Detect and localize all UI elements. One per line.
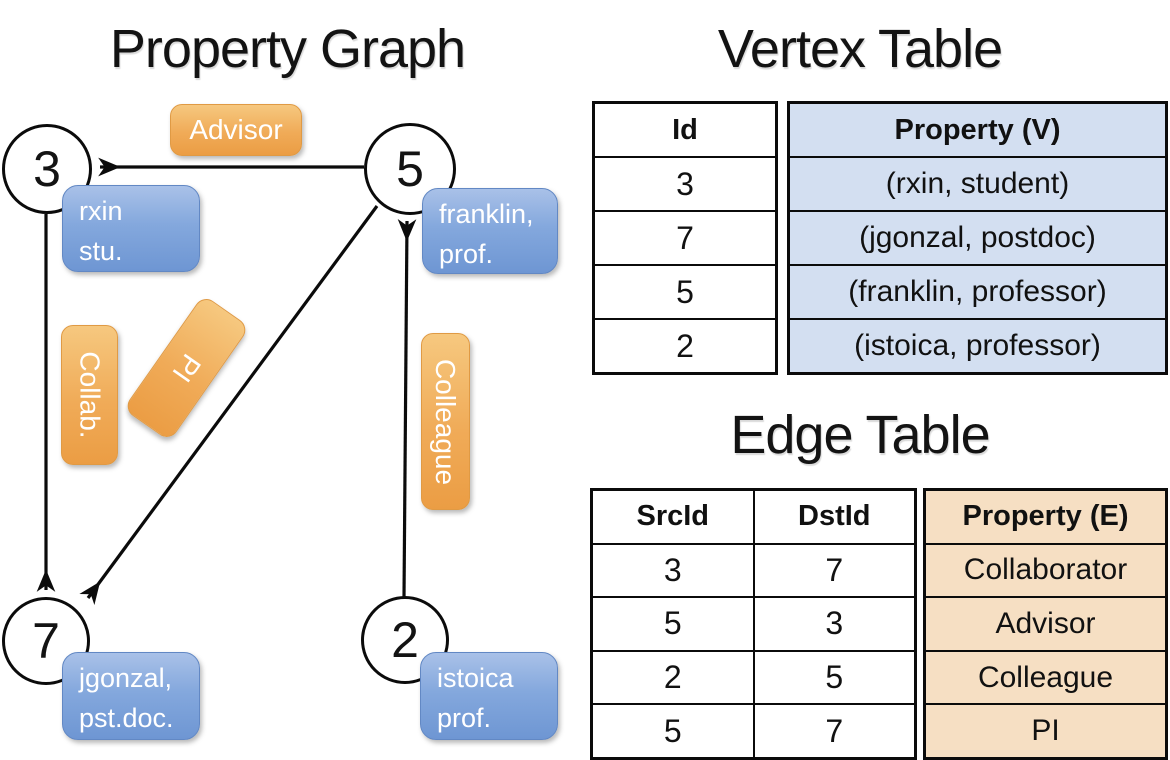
edge-table-id-columns: SrcId DstId 3 7 5 3 2 5 5 7 — [590, 488, 917, 760]
property-graph-title: Property Graph — [109, 19, 466, 79]
vertex-property-cell: (jgonzal, postdoc) — [790, 210, 1165, 264]
vertex-box-rxin: rxin stu. — [62, 185, 200, 272]
vertex-table-id-column: Id 3 7 5 2 — [592, 101, 778, 375]
vertex-box-jgonzal: jgonzal, pst.doc. — [62, 652, 200, 740]
edge-property-cell: PI — [926, 703, 1165, 757]
vertex-id-cell: 3 — [595, 156, 775, 210]
graph-node-3: 3 — [2, 124, 92, 214]
vertex-box-rxin-line2: stu. — [79, 236, 123, 266]
vertex-table-title: Vertex Table — [717, 19, 1003, 79]
edge-dstid-header: DstId — [752, 491, 915, 543]
edge-src-cell: 3 — [663, 551, 682, 588]
edge-property-cell: Advisor — [926, 596, 1165, 650]
pi-label-text: PI — [166, 348, 208, 389]
vertex-box-rxin-line1: rxin — [79, 196, 123, 226]
node-7-id: 7 — [32, 613, 60, 669]
edge-dst-cell: 3 — [752, 598, 915, 650]
advisor-label-text: Advisor — [189, 114, 283, 145]
vertex-id-cell: 5 — [595, 264, 775, 318]
edge-table-title: Edge Table — [730, 405, 990, 465]
vertex-property-cell: (istoica, professor) — [790, 318, 1165, 372]
edge-label-colleague: Colleague — [421, 333, 470, 510]
vertex-box-istoica: istoica prof. — [420, 652, 558, 740]
edge-src-cell: 2 — [663, 659, 682, 696]
edge-srcid-header: SrcId — [636, 500, 710, 533]
vertex-box-istoica-line2: prof. — [437, 703, 492, 733]
edge-dst-cell: 7 — [752, 544, 915, 597]
vertex-table-property-column: Property (V) (rxin, student) (jgonzal, p… — [787, 101, 1168, 375]
vertex-box-franklin-line1: franklin, — [439, 199, 534, 229]
edge-src-cell: 5 — [663, 605, 682, 642]
vertex-id-cell: 2 — [595, 318, 775, 372]
edge-property-cell: Colleague — [926, 649, 1165, 704]
vertex-property-header: Property (V) — [894, 113, 1061, 146]
vertex-box-jgonzal-line2: pst.doc. — [79, 703, 174, 733]
node-3-id: 3 — [33, 141, 61, 197]
edge-dst-cell: 7 — [752, 705, 915, 757]
vertex-box-franklin: franklin, prof. — [422, 188, 558, 274]
collab-label-text: Collab. — [74, 351, 106, 439]
edge-src-cell: 5 — [663, 712, 682, 749]
edge-property-header: Property (E) — [962, 500, 1129, 533]
edge-dst-cell: 5 — [752, 651, 915, 704]
vertex-box-istoica-line1: istoica — [437, 663, 514, 693]
vertex-box-franklin-line2: prof. — [439, 239, 494, 269]
vertex-id-header: Id — [672, 113, 698, 146]
vertex-id-cell: 7 — [595, 210, 775, 264]
edge-label-pi: PI — [123, 294, 250, 442]
edge-label-collab: Collab. — [61, 325, 118, 465]
node-2-id: 2 — [391, 612, 419, 668]
vertex-box-jgonzal-line1: jgonzal, — [79, 663, 173, 693]
vertex-property-cell: (franklin, professor) — [790, 264, 1165, 318]
edge-2-to-5 — [397, 219, 417, 598]
vertex-property-cell: (rxin, student) — [790, 156, 1165, 210]
node-5-id: 5 — [396, 141, 424, 197]
edge-table-property-column: Property (E) Collaborator Advisor Collea… — [923, 488, 1168, 760]
colleague-label-text: Colleague — [430, 358, 462, 485]
edge-property-cell: Collaborator — [926, 542, 1165, 597]
edge-label-advisor: Advisor — [170, 104, 302, 156]
